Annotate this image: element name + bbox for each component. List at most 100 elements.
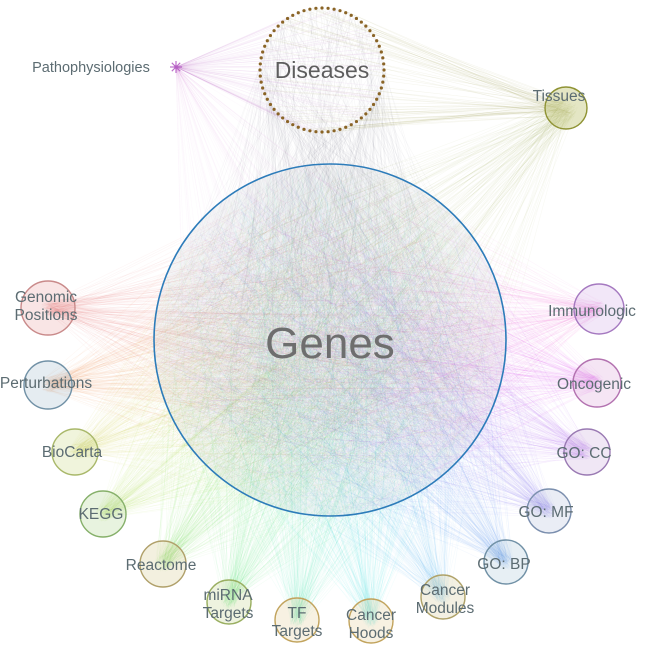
edge [313, 9, 566, 110]
edge [440, 100, 563, 473]
edge [175, 66, 367, 115]
edge [261, 78, 568, 112]
edge [45, 289, 211, 309]
edge [230, 189, 349, 610]
edge [160, 64, 262, 346]
edge [40, 308, 478, 384]
edge [348, 110, 573, 260]
edge [360, 208, 383, 411]
edge [51, 370, 159, 391]
edge [162, 317, 226, 565]
edge [374, 348, 505, 356]
edge [201, 54, 263, 396]
edge [50, 385, 465, 438]
edge [50, 279, 251, 302]
edge [287, 112, 573, 122]
edge [294, 61, 386, 235]
edge [257, 89, 384, 327]
edge [287, 227, 343, 253]
edge [293, 284, 374, 482]
edge [69, 287, 195, 449]
edge [47, 304, 468, 422]
edge [317, 256, 379, 360]
edge [45, 347, 169, 378]
edge [159, 476, 292, 559]
edge [392, 118, 570, 287]
edge [181, 427, 383, 432]
edge [79, 217, 264, 447]
edge [316, 101, 564, 345]
edge [205, 274, 290, 305]
edge [250, 104, 573, 303]
edge [262, 111, 568, 443]
edge [264, 90, 360, 284]
edge [284, 251, 296, 445]
edge [99, 224, 422, 516]
disease-dot [314, 6, 318, 10]
edge [248, 263, 369, 481]
edge [282, 19, 559, 102]
edge [327, 52, 381, 412]
node-label-tf-targets: TF [288, 605, 307, 622]
edge [46, 383, 485, 390]
edge [297, 128, 338, 376]
edge [170, 336, 424, 356]
edge [201, 232, 443, 372]
edge [320, 132, 353, 287]
edge [257, 237, 420, 473]
edge [166, 452, 213, 565]
edge [51, 308, 504, 320]
edge [47, 253, 404, 382]
edge [208, 110, 569, 426]
edge [175, 42, 377, 68]
edge [50, 310, 491, 384]
edge [46, 306, 466, 444]
edge [163, 227, 228, 567]
edge [81, 396, 231, 450]
edge [223, 465, 245, 597]
edge [280, 23, 560, 109]
edge [266, 99, 367, 381]
edge [357, 106, 558, 467]
edge [262, 367, 401, 403]
node-label-cancer-hoods: Cancer [346, 607, 396, 624]
pathophysiologies-node[interactable] [170, 61, 182, 73]
edge [52, 312, 332, 323]
edge [305, 9, 502, 303]
edge [42, 312, 400, 399]
edge [315, 90, 380, 447]
edge [99, 471, 286, 515]
edge [104, 459, 244, 522]
edge [167, 242, 307, 565]
disease-dot [320, 130, 324, 134]
edge [169, 379, 292, 565]
edge [345, 11, 573, 115]
edge [101, 447, 412, 507]
edge [241, 182, 321, 275]
edge [175, 22, 283, 68]
edge [73, 401, 194, 458]
edge [50, 308, 399, 429]
disease-dot [259, 56, 263, 60]
edge [280, 295, 352, 308]
edge [260, 71, 451, 370]
edge [108, 184, 399, 515]
edge [53, 388, 415, 434]
edge [251, 193, 273, 306]
edge [107, 415, 347, 516]
edge [239, 367, 356, 417]
node-label-kegg: KEGG [79, 506, 124, 523]
edge [74, 275, 286, 458]
edge [287, 121, 446, 229]
edge [50, 312, 466, 383]
edge [103, 478, 273, 512]
edge [278, 299, 395, 303]
edge [356, 18, 415, 356]
edge [222, 407, 444, 604]
edge [369, 30, 384, 482]
edge [326, 6, 465, 257]
edge [168, 242, 236, 563]
edge [49, 291, 494, 314]
edge [271, 8, 334, 479]
edge [51, 310, 178, 391]
